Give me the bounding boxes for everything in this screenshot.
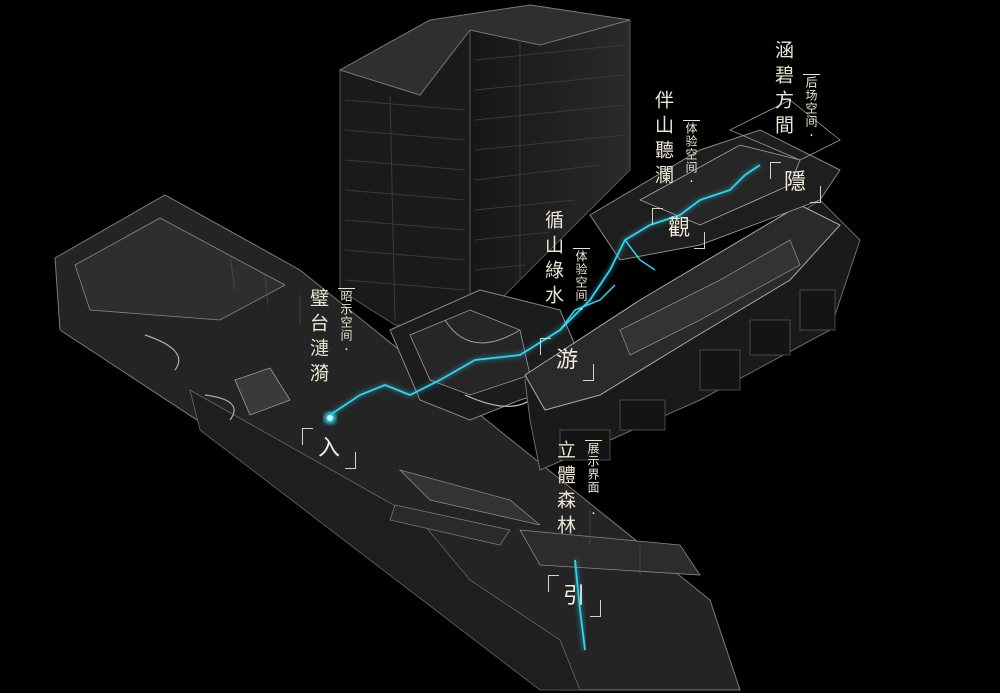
bracket-view-left xyxy=(652,208,663,225)
bracket-roam-left xyxy=(540,338,551,355)
bracket-lead-right xyxy=(590,600,601,617)
label-view: 伴山聽瀾 体验空间 · xyxy=(650,90,700,190)
bracket-hide-right xyxy=(810,186,821,203)
label-roam: 循山綠水 体验空间 · xyxy=(540,210,590,318)
label-lead-dot: · xyxy=(591,506,596,522)
key-entry: 入 xyxy=(318,436,341,461)
label-lead-tag: 展示界面 xyxy=(585,440,602,494)
label-hide-title: 涵碧方間 xyxy=(772,40,794,140)
key-hide: 隱 xyxy=(784,170,807,195)
key-lead: 引 xyxy=(563,584,586,609)
label-entry-title: 璧台漣漪 xyxy=(307,288,329,388)
entry-podium xyxy=(54,194,741,691)
label-view-tag: 体验空间 xyxy=(683,120,700,174)
bracket-entry-left xyxy=(302,428,313,445)
bracket-lead-left xyxy=(548,575,559,592)
label-entry: 璧台漣漪 昭示空间 · xyxy=(305,288,355,388)
circulation-path xyxy=(324,162,762,651)
label-lead: 立體森林 展示界面 · xyxy=(552,440,602,540)
label-roam-title: 循山綠水 xyxy=(542,210,564,310)
label-entry-tag: 昭示空间 xyxy=(338,288,355,342)
label-view-title: 伴山聽瀾 xyxy=(652,90,674,190)
label-hide: 涵碧方間 后场空间 · xyxy=(770,40,820,144)
key-view: 觀 xyxy=(668,216,691,241)
label-view-dot: · xyxy=(689,174,694,190)
label-roam-tag: 体验空间 xyxy=(573,248,590,302)
label-hide-tag: 后场空间 xyxy=(803,74,820,128)
label-roam-dot: · xyxy=(579,302,584,318)
bracket-hide-left xyxy=(770,162,781,179)
label-lead-title: 立體森林 xyxy=(554,440,576,540)
label-hide-dot: · xyxy=(809,128,814,144)
bracket-entry-right xyxy=(345,452,356,469)
key-roam: 游 xyxy=(556,348,579,373)
exhibition-podium xyxy=(524,199,861,471)
residential-tower xyxy=(338,4,631,332)
bracket-view-right xyxy=(694,232,705,249)
bracket-roam-right xyxy=(583,364,594,381)
label-entry-dot: · xyxy=(344,342,349,358)
